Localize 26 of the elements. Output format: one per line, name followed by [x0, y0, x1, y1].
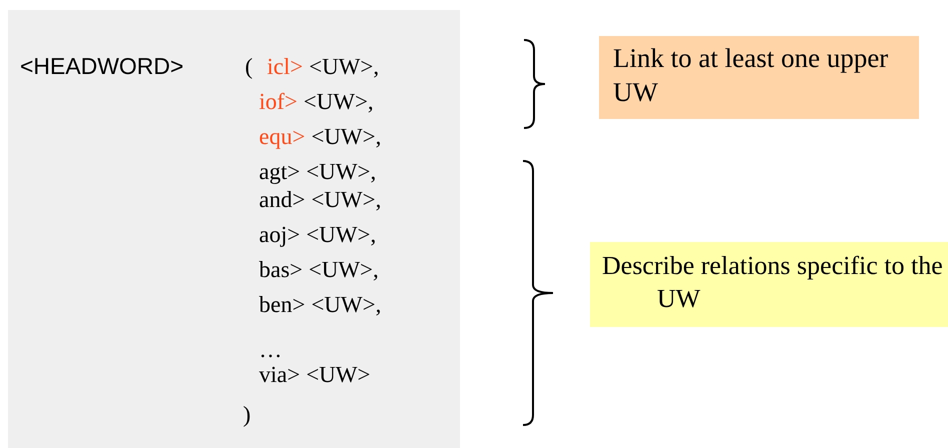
code-text: via> — [259, 363, 300, 386]
code-text: <UW>, — [311, 293, 382, 316]
note-box — [590, 242, 948, 327]
code-text: bas> — [259, 258, 303, 281]
code-text: iof> — [259, 90, 298, 113]
code-text: <UW>, — [306, 160, 376, 183]
code-text: … — [259, 338, 282, 361]
code-text: <UW>, — [304, 90, 374, 113]
code-text: <UW>, — [311, 125, 382, 148]
code-text: <UW> — [306, 363, 370, 386]
code-text: <UW>, — [308, 55, 379, 78]
note-box — [599, 36, 919, 119]
headword-text: <HEADWORD> — [20, 55, 184, 78]
parenthesis: ( — [245, 55, 253, 78]
code-text: <UW>, — [311, 188, 382, 211]
note-text: Describe relations specific to the UW — [602, 250, 944, 314]
code-text: ben> — [259, 293, 306, 316]
code-text: <UW>, — [306, 223, 376, 246]
code-text: icl> — [267, 55, 303, 78]
parenthesis: ) — [243, 403, 251, 426]
code-text: agt> — [259, 160, 300, 183]
code-text: and> — [259, 188, 306, 211]
code-text: aoj> — [259, 223, 300, 246]
note-text: Link to at least one upper UW — [613, 42, 890, 109]
code-text: <UW>, — [308, 258, 379, 281]
code-text: equ> — [259, 125, 306, 148]
